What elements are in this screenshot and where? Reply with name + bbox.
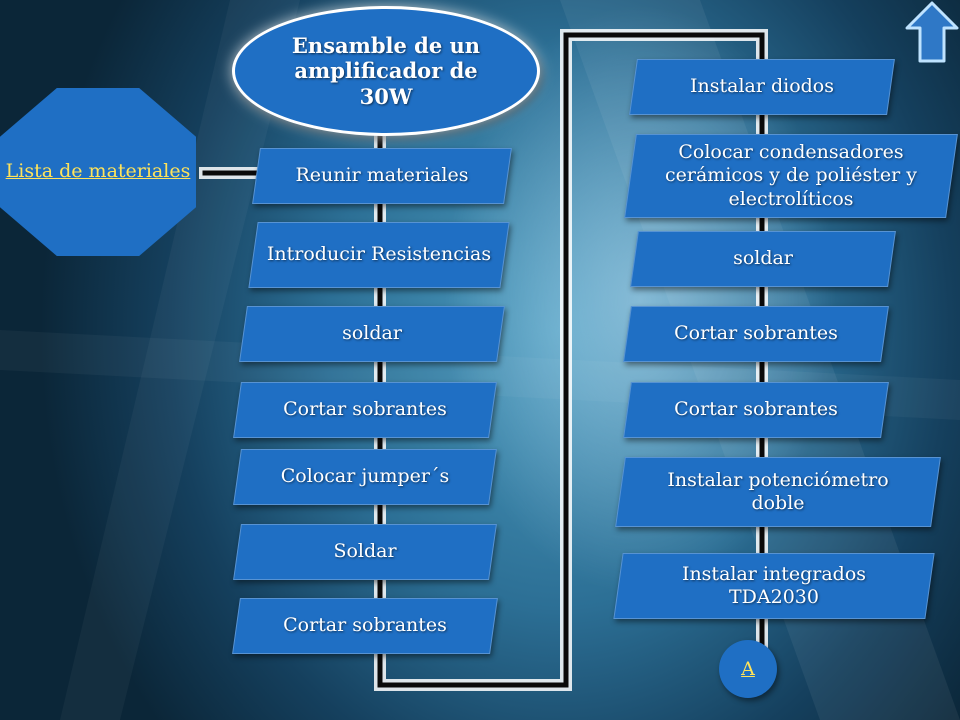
step-left-2-label: Introducir Resistencias: [266, 243, 492, 266]
step-left-1-label: Reunir materiales: [295, 164, 469, 187]
step-right-6-label: Instalar potenciómetro doble: [667, 468, 889, 514]
step-left-3: soldar: [239, 306, 505, 362]
materials-link[interactable]: Lista de materiales: [5, 160, 191, 183]
step-right-5-label: Cortar sobrantes: [674, 398, 838, 421]
step-right-2: Colocar condensadores cerámicos y de pol…: [624, 134, 958, 218]
step-left-1: Reunir materiales: [252, 148, 512, 204]
step-left-5: Colocar jumper´s: [233, 449, 497, 505]
step-right-7: Instalar integrados TDA2030: [613, 553, 935, 619]
step-right-4: Cortar sobrantes: [623, 306, 889, 362]
step-right-2-label: Colocar condensadores cerámicos y de pol…: [665, 141, 917, 210]
step-right-3-label: soldar: [733, 247, 793, 270]
step-right-6: Instalar potenciómetro doble: [615, 457, 941, 527]
connector-a[interactable]: A: [719, 640, 777, 698]
title-ellipse: Ensamble de un amplificador de 30W: [232, 6, 540, 136]
step-left-3-label: soldar: [342, 322, 402, 345]
step-left-4-label: Cortar sobrantes: [283, 398, 447, 421]
up-arrow-icon[interactable]: [904, 0, 960, 64]
step-left-6-label: Soldar: [333, 540, 397, 563]
step-left-7: Cortar sobrantes: [232, 598, 498, 654]
step-right-4-label: Cortar sobrantes: [674, 322, 838, 345]
step-left-6: Soldar: [233, 524, 497, 580]
step-left-4: Cortar sobrantes: [233, 382, 497, 438]
connector-a-link[interactable]: A: [741, 658, 755, 680]
materials-octagon[interactable]: Lista de materiales: [0, 88, 196, 256]
step-left-7-label: Cortar sobrantes: [283, 614, 447, 637]
step-right-3: soldar: [630, 231, 896, 287]
step-right-5: Cortar sobrantes: [623, 382, 889, 438]
step-left-5-label: Colocar jumper´s: [280, 465, 450, 488]
step-right-7-label: Instalar integrados TDA2030: [681, 562, 867, 608]
step-right-1: Instalar diodos: [629, 59, 895, 115]
step-left-2: Introducir Resistencias: [248, 222, 510, 288]
step-right-1-label: Instalar diodos: [689, 75, 834, 98]
diagram-title: Ensamble de un amplificador de 30W: [291, 33, 481, 109]
